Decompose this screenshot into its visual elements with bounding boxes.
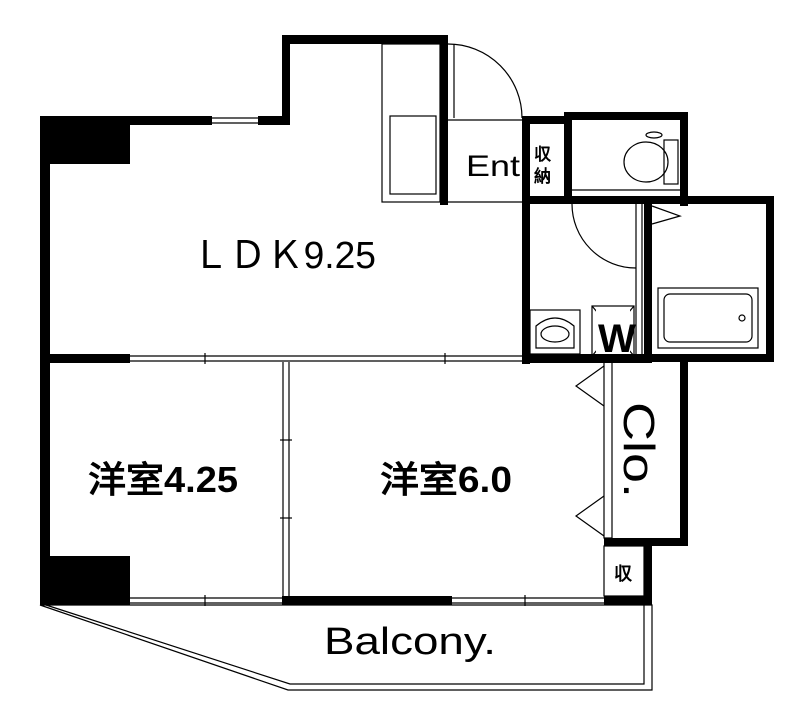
ldk-bottom-wall-left bbox=[40, 354, 130, 363]
door-swings bbox=[447, 43, 682, 269]
washroom-left-wall bbox=[522, 196, 530, 364]
entrance-label: Ent bbox=[466, 150, 521, 183]
bath-door-mark bbox=[651, 205, 682, 225]
bath-left-wall bbox=[644, 196, 652, 362]
entrance-right-wall bbox=[522, 116, 530, 206]
bath-right-wall bbox=[766, 196, 774, 362]
western-room-large-label: 洋室6.0 bbox=[380, 459, 512, 500]
storage-right-wall bbox=[564, 116, 572, 202]
wash-basin-icon bbox=[529, 309, 581, 355]
column-bottom-left bbox=[40, 556, 130, 604]
column-top-left bbox=[40, 116, 130, 164]
walls bbox=[40, 35, 774, 605]
kitchen-sink-icon bbox=[389, 115, 437, 195]
balcony-label: Balcony. bbox=[324, 621, 496, 663]
closet-label: Clo. bbox=[614, 402, 663, 498]
storage-small-label: 収 bbox=[614, 564, 633, 584]
storage-top-wall bbox=[522, 116, 572, 124]
ldk-top-wall-right bbox=[258, 116, 288, 125]
kitchen-alcove-top-wall bbox=[282, 35, 448, 44]
balcony-outline bbox=[39, 604, 653, 691]
toilet-icon bbox=[623, 131, 679, 185]
entrance-door-swing bbox=[447, 43, 523, 119]
bottom-wall-right bbox=[604, 596, 652, 605]
bottom-wall-mid bbox=[282, 596, 452, 605]
fixtures bbox=[381, 43, 759, 357]
ldk-bottom-wall-right bbox=[522, 354, 652, 363]
entrance-storage-label-top: 収 bbox=[534, 145, 552, 164]
toilet-right-wall bbox=[680, 112, 688, 206]
washroom-door-swing bbox=[571, 203, 637, 269]
labels: ＬＤＫ9.25 洋室4.25 洋室6.0 Ent 収 納 W Clo. 収 Ba… bbox=[88, 145, 663, 663]
ldk-label: ＬＤＫ9.25 bbox=[192, 235, 376, 277]
balcony bbox=[39, 604, 653, 691]
closet-right-wall bbox=[680, 354, 688, 546]
kitchen-counter bbox=[381, 43, 441, 203]
toilet-top-wall bbox=[564, 112, 688, 120]
thin-lines bbox=[130, 44, 680, 606]
storage-small-right-wall bbox=[644, 538, 652, 604]
kitchen-alcove-left-wall bbox=[282, 35, 290, 125]
kitchen-alcove-right-wall bbox=[440, 35, 448, 205]
bath-bottom-wall bbox=[644, 354, 774, 362]
washer-label: W bbox=[598, 317, 636, 361]
entrance-storage-label-bottom: 納 bbox=[534, 166, 551, 186]
bathtub-icon bbox=[657, 287, 759, 349]
western-room-small-label: 洋室4.25 bbox=[88, 459, 238, 500]
washer-space bbox=[591, 305, 635, 357]
